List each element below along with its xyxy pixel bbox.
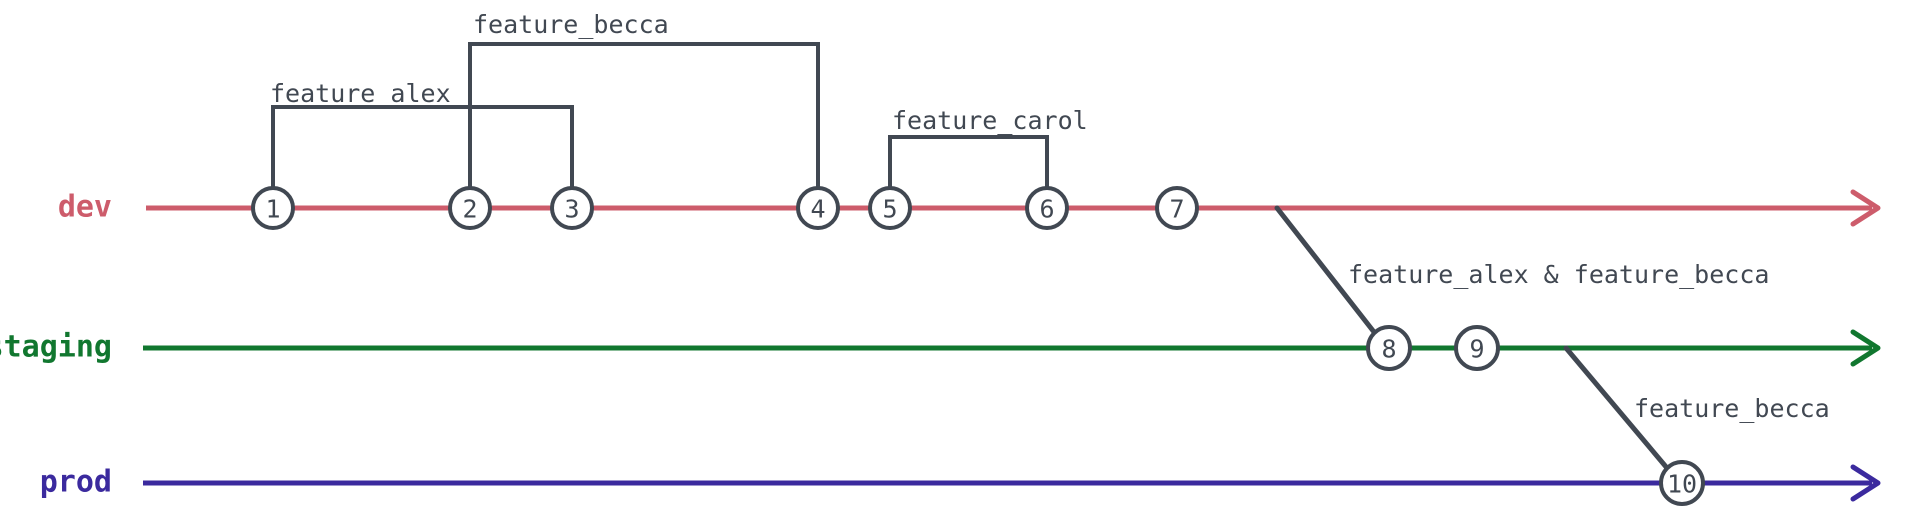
merge-staging-to-prod[interactable]: feature_becca [1563, 345, 1830, 471]
commit-node-10[interactable]: 10 [1659, 460, 1705, 506]
merge-staging-to-prod-label: feature_becca [1634, 394, 1830, 423]
feature-brackets: feature_alex feature_becca feature_carol [270, 10, 1088, 188]
commit-node-8[interactable]: 8 [1366, 325, 1412, 371]
staging-arrow-icon [1850, 329, 1881, 367]
commit-node-7-circle [1155, 186, 1199, 230]
branch-label-staging: staging [0, 330, 112, 365]
commit-node-5-label: 5 [882, 195, 897, 224]
branch-label-dev: dev [58, 190, 112, 225]
feature-becca-bracket-path [468, 42, 820, 188]
commit-node-2-circle [448, 186, 492, 230]
commit-node-1-label: 1 [265, 195, 280, 224]
commit-node-8-label: 8 [1381, 335, 1396, 364]
commit-nodes: 1 2 3 4 5 6 [251, 186, 1705, 506]
commit-node-10-label: 10 [1667, 470, 1697, 499]
branch-rail-prod[interactable] [143, 464, 1881, 502]
feature-alex-bracket-path [271, 105, 574, 188]
feature-becca-label: feature_becca [473, 10, 669, 39]
commit-node-3[interactable]: 3 [550, 186, 594, 230]
feature-carol-bracket-path [888, 135, 1049, 188]
feature-bracket-feature-becca[interactable]: feature_becca [468, 10, 820, 188]
commit-node-2[interactable]: 2 [448, 186, 492, 230]
branch-label-prod: prod [40, 465, 112, 500]
commit-node-7[interactable]: 7 [1155, 186, 1199, 230]
branch-labels: dev staging prod [0, 190, 112, 500]
branch-rails [143, 189, 1881, 502]
prod-arrow-icon [1850, 464, 1881, 502]
commit-node-4[interactable]: 4 [796, 186, 840, 230]
commit-node-1-circle [251, 186, 295, 230]
commit-node-4-circle [796, 186, 840, 230]
commit-node-1[interactable]: 1 [251, 186, 295, 230]
commit-node-6[interactable]: 6 [1025, 186, 1069, 230]
feature-alex-label: feature_alex [270, 79, 451, 108]
branch-rail-staging[interactable] [143, 329, 1881, 367]
commit-node-9-label: 9 [1469, 335, 1484, 364]
feature-bracket-feature-alex[interactable]: feature_alex [270, 79, 574, 188]
merge-dev-to-staging-label: feature_alex & feature_becca [1348, 260, 1769, 289]
commit-node-5-circle [868, 186, 912, 230]
commit-node-9-circle [1454, 325, 1500, 371]
commit-node-10-circle [1659, 460, 1705, 506]
dev-arrow-icon [1850, 189, 1881, 227]
commit-node-7-label: 7 [1169, 195, 1184, 224]
feature-bracket-feature-carol[interactable]: feature_carol [888, 106, 1088, 188]
commit-node-5[interactable]: 5 [868, 186, 912, 230]
commit-node-8-circle [1366, 325, 1412, 371]
commit-node-6-label: 6 [1039, 195, 1054, 224]
commit-node-9[interactable]: 9 [1454, 325, 1500, 371]
merge-connectors: feature_alex & feature_becca feature_bec… [1274, 205, 1830, 471]
merge-staging-to-prod-line [1563, 345, 1670, 471]
branch-rail-dev[interactable] [146, 189, 1881, 227]
merge-dev-to-staging-line [1274, 205, 1377, 335]
feature-carol-label: feature_carol [892, 106, 1088, 135]
commit-node-4-label: 4 [810, 195, 825, 224]
commit-node-3-label: 3 [564, 195, 579, 224]
commit-node-3-circle [550, 186, 594, 230]
merge-dev-to-staging[interactable]: feature_alex & feature_becca [1274, 205, 1769, 335]
commit-node-6-circle [1025, 186, 1069, 230]
commit-node-2-label: 2 [462, 195, 477, 224]
